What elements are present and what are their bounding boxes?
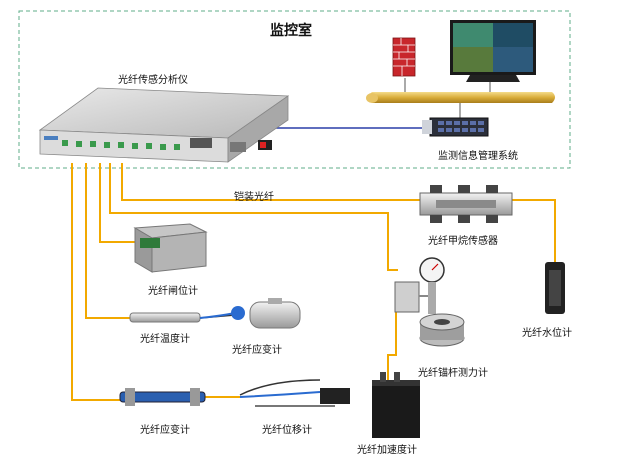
temperature-device xyxy=(129,312,236,323)
analyzer-device xyxy=(38,87,290,163)
anchor-meter-label: 光纤锚杆测力计 xyxy=(418,368,488,379)
firewall-icon xyxy=(392,37,416,77)
water-level-meter-label: 光纤水位计 xyxy=(522,328,572,339)
server-unit xyxy=(422,117,489,137)
strain-meter-right-device xyxy=(199,298,301,329)
strain-meter-right-label: 光纤应变计 xyxy=(232,345,282,356)
accelerometer-device xyxy=(372,372,420,438)
methane-sensor-label: 光纤甲烷传感器 xyxy=(428,236,498,247)
gate-meter-device xyxy=(133,223,208,273)
fiber-lines xyxy=(71,163,556,401)
strain-meter-bottom-device xyxy=(119,388,206,406)
strain-meter-bottom-label: 光纤应变计 xyxy=(140,425,190,436)
displacement-meter-label: 光纤位移计 xyxy=(262,425,312,436)
control-room-border xyxy=(18,10,571,169)
temperature-meter-label: 光纤温度计 xyxy=(140,334,190,345)
control-room-title: 监控室 xyxy=(270,23,312,39)
methane-sensor-device xyxy=(419,185,513,223)
accelerometer-label: 光纤加速度计 xyxy=(357,445,417,456)
monitor-display xyxy=(450,20,536,82)
gate-meter-label: 光纤闸位计 xyxy=(148,286,198,297)
network-bus xyxy=(366,72,555,118)
analyzer-label: 光纤传感分析仪 xyxy=(118,75,188,86)
water-level-device xyxy=(545,262,565,314)
anchor-meter-device xyxy=(394,257,465,347)
armored-fiber-label: 铠装光纤 xyxy=(234,192,274,203)
monitoring-system-label: 监测信息管理系统 xyxy=(438,151,518,162)
displacement-device xyxy=(239,379,350,407)
